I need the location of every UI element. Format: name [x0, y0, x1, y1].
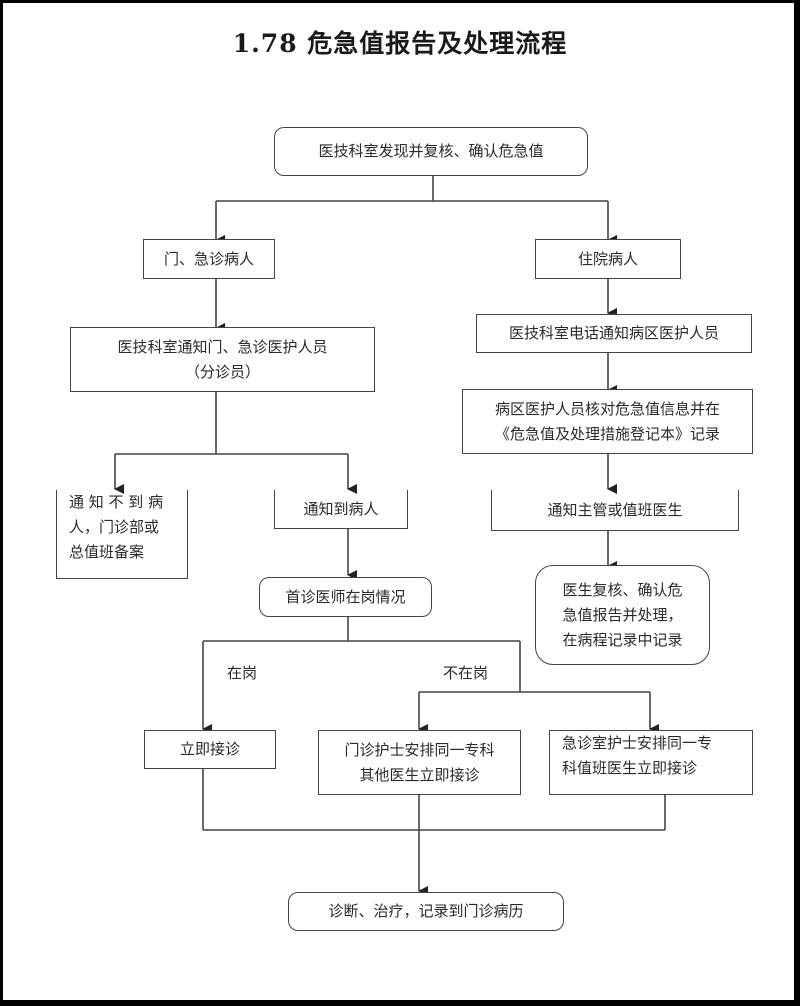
- node-outpatient-nurse: 门诊护士安排同一专科 其他医生立即接诊: [318, 730, 521, 795]
- node-first-doctor-status: 首诊医师在岗情况: [259, 577, 432, 617]
- node-inpatient: 住院病人: [535, 239, 681, 279]
- node-ward-check-line2: 《危急值及处理措施登记本》记录: [494, 424, 720, 443]
- node-outpatient-nurse-line1: 门诊护士安排同一专科: [344, 740, 495, 759]
- node-notify-outpatient-staff: 医技科室通知门、急诊医护人员 （分诊员）: [70, 327, 375, 392]
- node-notified-patient-text: 通知到病人: [303, 499, 379, 518]
- node-cannot-notify-line3: 总值班备案: [69, 543, 145, 561]
- node-notify-doctor: 通知主管或值班医生: [491, 490, 739, 531]
- node-doctor-confirm-line3: 在病程记录中记录: [562, 630, 683, 649]
- node-notified-patient: 通知到病人: [274, 490, 408, 529]
- node-doctor-confirm: 医生复核、确认危 急值报告并处理， 在病程记录中记录: [535, 565, 710, 665]
- edge-label-off-duty: 不在岗: [443, 664, 489, 682]
- node-notify-doctor-text: 通知主管或值班医生: [547, 500, 683, 519]
- node-cannot-notify: 通 知 不 到 病 人，门诊部或 总值班备案: [56, 490, 188, 579]
- node-start: 医技科室发现并复核、确认危急值: [274, 127, 588, 176]
- node-end-text: 诊断、治疗，记录到门诊病历: [328, 902, 524, 920]
- node-notify-ward-staff: 医技科室电话通知病区医护人员: [476, 314, 752, 353]
- node-first-doctor-status-text: 首诊医师在岗情况: [285, 587, 406, 606]
- node-cannot-notify-line1: 通 知 不 到 病: [69, 493, 164, 511]
- node-ward-check-line1: 病区医护人员核对危急值信息并在: [494, 399, 720, 418]
- diagram-title: 1.78 危急值报告及处理流程: [232, 29, 568, 58]
- node-notify-outpatient-staff-line1: 医技科室通知门、急诊医护人员: [117, 337, 328, 356]
- node-outpatient-text: 门、急诊病人: [163, 249, 254, 268]
- node-immediate-text: 立即接诊: [179, 740, 240, 758]
- node-doctor-confirm-line1: 医生复核、确认危: [562, 580, 683, 599]
- node-inpatient-text: 住院病人: [577, 249, 638, 268]
- node-notify-ward-staff-text: 医技科室电话通知病区医护人员: [508, 324, 719, 342]
- node-cannot-notify-line2: 人，门诊部或: [69, 518, 160, 536]
- node-emergency-nurse-line2: 科值班医生立即接诊: [562, 759, 698, 777]
- node-outpatient: 门、急诊病人: [143, 239, 275, 279]
- node-immediate: 立即接诊: [144, 730, 276, 769]
- node-emergency-nurse: 急诊室护士安排同一专 科值班医生立即接诊: [549, 730, 753, 795]
- node-outpatient-nurse-line2: 其他医生立即接诊: [359, 765, 480, 784]
- node-end: 诊断、治疗，记录到门诊病历: [288, 892, 564, 931]
- node-start-text: 医技科室发现并复核、确认危急值: [318, 142, 544, 160]
- node-ward-check: 病区医护人员核对危急值信息并在 《危急值及处理措施登记本》记录: [462, 389, 753, 454]
- edge-label-on-duty: 在岗: [227, 664, 258, 682]
- node-emergency-nurse-line1: 急诊室护士安排同一专: [562, 734, 713, 752]
- node-notify-outpatient-staff-line2: （分诊员）: [184, 362, 260, 381]
- node-doctor-confirm-line2: 急值报告并处理，: [562, 605, 683, 624]
